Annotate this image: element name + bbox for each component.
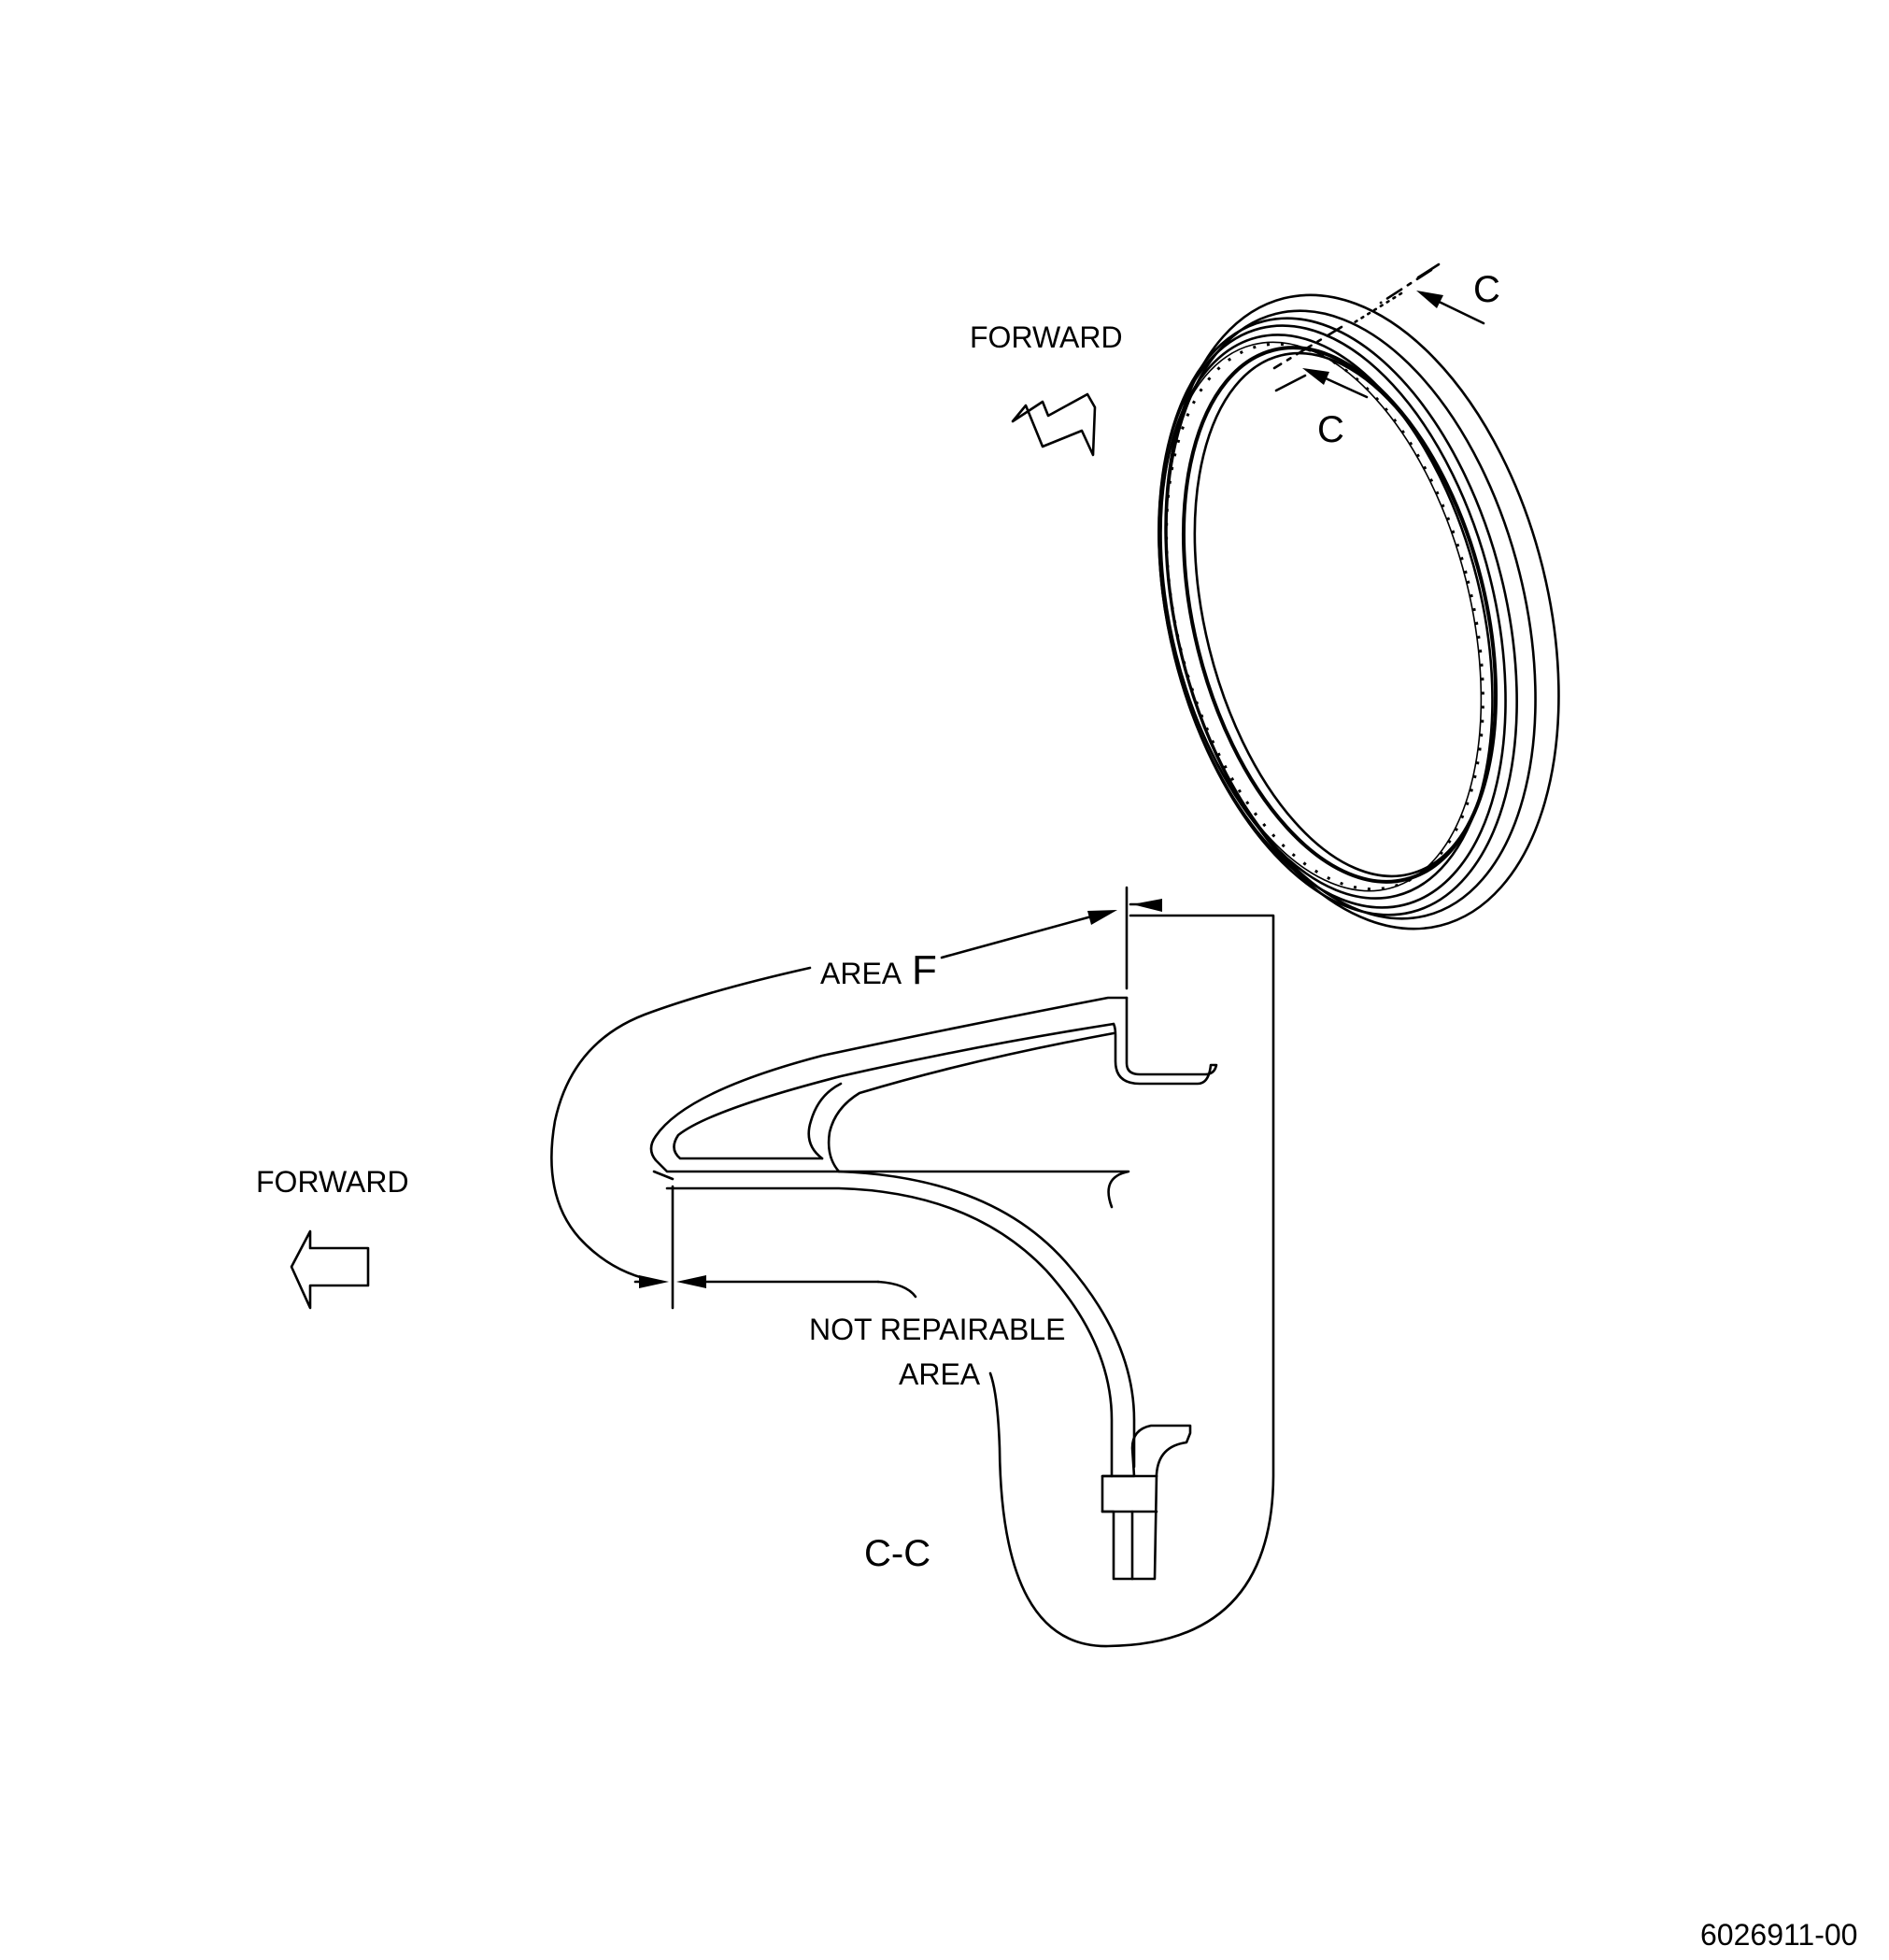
area-f-boundary <box>550 914 1275 1648</box>
ring-outer-rim-inner <box>1165 309 1537 920</box>
not-repairable-label-line1: NOT REPAIRABLE <box>809 1313 1065 1346</box>
ring-band-2 <box>1158 324 1507 909</box>
ring-inner-edge-2 <box>1193 351 1498 878</box>
ring-band-4 <box>1159 341 1483 892</box>
section-arrow-c-lower <box>1302 368 1369 399</box>
not-repairable-label-line2: AREA <box>899 1357 981 1391</box>
figure-number: 6026911-00 <box>1700 1918 1857 1952</box>
forward-arrow-top-icon <box>1011 392 1097 457</box>
forward-arrow-left-icon <box>290 1229 370 1310</box>
ring-outer-rim <box>1164 293 1560 930</box>
section-view-label: C-C <box>864 1533 930 1574</box>
section-arrow-c-upper <box>1416 291 1485 325</box>
cross-section-profile <box>649 996 1218 1581</box>
ring-holes-row <box>1165 342 1484 891</box>
forward-label-top: FORWARD <box>970 320 1123 354</box>
not-repairable-dimension <box>633 1185 917 1310</box>
section-label-c-lower: C <box>1317 409 1344 450</box>
forward-label-left: FORWARD <box>256 1165 409 1199</box>
area-f-label-prefix: AREA <box>820 957 902 990</box>
section-cut-line <box>1272 263 1441 392</box>
ring-assembly <box>1158 293 1560 930</box>
area-f-leader <box>940 886 1162 990</box>
area-f-label-letter: F <box>912 947 937 993</box>
section-label-c-upper: C <box>1473 269 1500 310</box>
